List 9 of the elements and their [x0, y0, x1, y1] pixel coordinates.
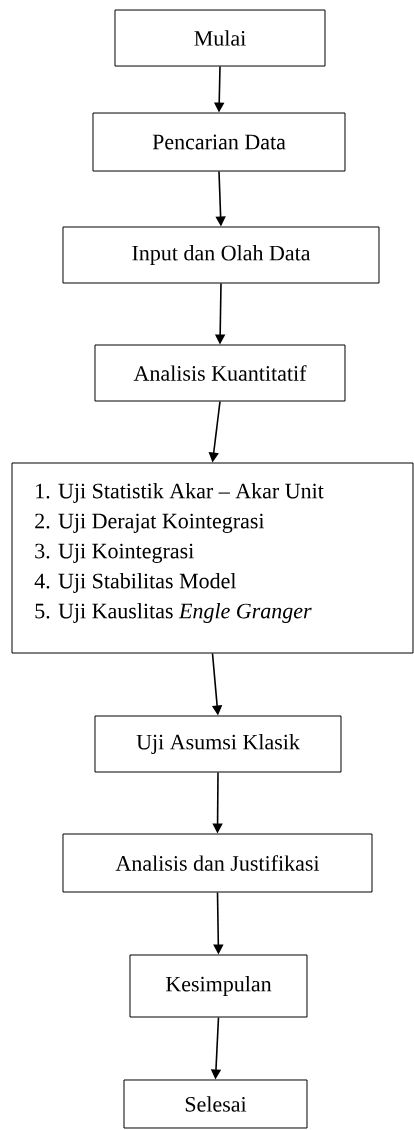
process-box: Kesimpulan: [129, 954, 308, 1018]
process-box: Pencarian Data: [92, 112, 346, 172]
process-box: Analisis Kuantitatif: [94, 344, 346, 402]
process-box: 1. Uji Statistik Akar – Akar Unit 2. Uji Derajat Kointegrasi 3. Uji Kointegrasi 4. Uji Stabilitas Model 5. Uji Kauslitas Engle Granger: [11, 462, 414, 654]
process-box: Input dan Olah Data: [62, 226, 380, 284]
process-box: Mulai: [114, 9, 326, 67]
process-box: Uji Asumsi Klasik: [94, 715, 342, 773]
process-box: Selesai: [123, 1079, 308, 1129]
process-box: Analisis dan Justifikasi: [62, 833, 373, 893]
